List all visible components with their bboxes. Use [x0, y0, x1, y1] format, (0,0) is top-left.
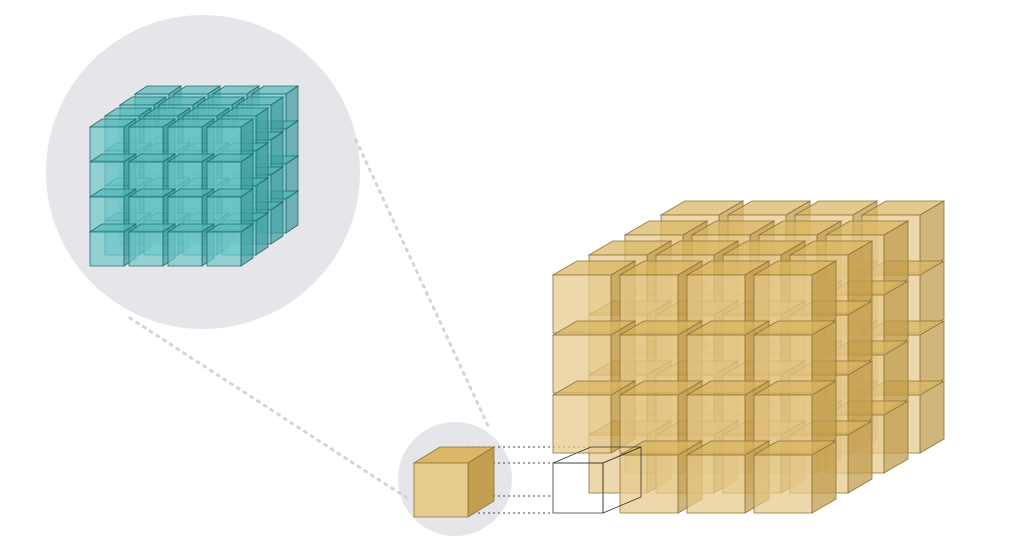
single-voxel-cube: [412, 446, 496, 518]
voxel-cube: [205, 188, 255, 232]
zoom-connector-line: [354, 138, 492, 432]
large-voxel-cube: [551, 200, 946, 514]
voxel-cube: [618, 440, 704, 514]
voxel-cube: [205, 153, 255, 197]
zoomed-voxel-grid: [88, 85, 300, 267]
voxel-cube: [205, 223, 255, 267]
voxel-cube: [752, 440, 838, 514]
zoom-connector-line: [128, 316, 412, 502]
voxel-cube: [752, 320, 838, 394]
empty-voxel-outline: [552, 446, 642, 514]
voxel-cube: [752, 380, 838, 454]
voxel-cube: [752, 260, 838, 334]
voxel-cube: [127, 188, 177, 232]
empty-voxel-slot: [552, 446, 642, 514]
voxel-cube: [412, 446, 496, 518]
